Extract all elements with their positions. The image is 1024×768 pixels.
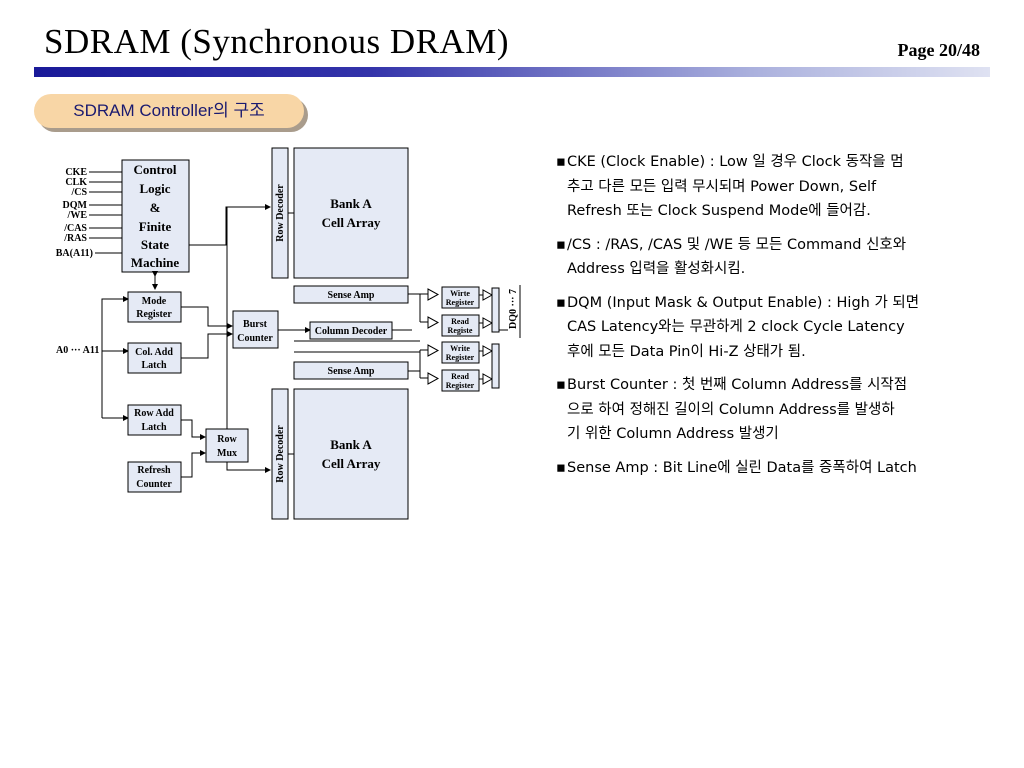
signal-dqm: DQM — [63, 200, 88, 211]
signal-we: /WE — [67, 210, 88, 221]
control-logic-line: State — [141, 237, 169, 252]
write-register-2-line: Write — [450, 344, 470, 353]
bank-a-top-line: Cell Array — [322, 215, 381, 230]
signal-cas: /CAS — [63, 223, 87, 234]
write-register-top — [441, 286, 480, 309]
refresh-counter-line: Counter — [136, 479, 172, 490]
page-number: Page 20/48 — [897, 40, 981, 60]
row-add-latch-line: Row Add — [134, 408, 174, 419]
row-mux-block — [205, 428, 249, 463]
sense-amp-bottom-label: Sense Amp — [328, 366, 375, 377]
mode-register-line: Mode — [142, 296, 167, 307]
bullet-line: DQM (Input Mask & Output Enable) : High … — [567, 294, 920, 311]
bullet-sense-amp: ▪ Sense Amp : Bit Line에 실린 Data를 증폭하여 La… — [556, 456, 986, 481]
control-logic-line: & — [150, 200, 161, 215]
dq-bus-bar-top — [491, 287, 500, 333]
bullet-line: /CS : /RAS, /CAS 및 /WE 등 모든 Command 신호와 — [567, 236, 907, 253]
bank-a-top — [293, 147, 409, 279]
bank-a-bottom-line: Bank A — [330, 437, 372, 452]
section-subtitle: SDRAM Controller의 구조 — [34, 94, 304, 128]
bullet-marker: ▪ — [556, 236, 566, 253]
bullet-line: 기 위한 Column Address 발생기 — [567, 426, 779, 442]
signal-cs: /CS — [70, 187, 87, 198]
bullet-line: Address 입력을 활성화시킴. — [567, 261, 746, 277]
write-register-top-line: Wirte — [450, 289, 470, 298]
control-logic-line: Finite — [139, 219, 172, 234]
bank-a-bottom-line: Cell Array — [322, 456, 381, 471]
read-register-2-line: Register — [446, 381, 475, 390]
dq-label: DQ0 ··· 7 — [508, 289, 519, 329]
row-mux-line: Mux — [217, 448, 237, 459]
burst-counter-line: Counter — [237, 333, 273, 344]
row-decoder-bottom-label: Row Decoder — [275, 425, 286, 483]
burst-counter-block — [232, 310, 279, 349]
col-add-latch-line: Col. Add — [135, 347, 173, 358]
io-buffers — [427, 288, 440, 385]
col-add-latch-line: Latch — [142, 360, 167, 371]
row-mux-line: Row — [217, 434, 237, 445]
bullet-line: 후에 모든 Data Pin이 Hi-Z 상태가 됨. — [567, 343, 806, 360]
signal-ba: BA(A11) — [56, 248, 93, 259]
signal-clk: CLK — [65, 177, 87, 188]
mode-register-line: Register — [136, 309, 172, 320]
read-register-1-line: Read — [451, 317, 469, 326]
read-register-2-line: Read — [451, 372, 469, 381]
read-register-1-line: Registe — [448, 326, 473, 335]
read-register-2 — [441, 369, 480, 392]
bullet-line: CAS Latency와는 무관하게 2 clock Cycle Latency — [567, 319, 905, 335]
control-logic-line: Logic — [139, 181, 170, 196]
column-decoder-label: Column Decoder — [315, 326, 388, 337]
page-title: SDRAM (Synchronous DRAM) — [44, 22, 510, 61]
bullet-marker: ▪ — [556, 459, 566, 476]
bullet-line: 추고 다른 모든 입력 무시되며 Power Down, Self — [567, 178, 877, 195]
sense-amp-top-label: Sense Amp — [328, 290, 375, 301]
row-add-latch-block — [127, 404, 182, 436]
signal-ras: /RAS — [63, 233, 87, 244]
bullet-line: Burst Counter : 첫 번째 Column Address를 시작점 — [567, 377, 908, 393]
row-add-latch-line: Latch — [142, 422, 167, 433]
bullet-line: CKE (Clock Enable) : Low 일 경우 Clock 동작을 … — [567, 154, 904, 170]
bank-a-top-line: Bank A — [330, 196, 372, 211]
bullet-marker: ▪ — [556, 154, 566, 170]
control-logic-line: Control — [133, 162, 176, 177]
burst-counter-line: Burst — [243, 319, 268, 330]
bullet-cs: ▪ /CS : /RAS, /CAS 및 /WE 등 모든 Command 신호… — [556, 233, 986, 282]
description-list: ▪ CKE (Clock Enable) : Low 일 경우 Clock 동작… — [556, 150, 986, 489]
bank-a-bottom — [293, 388, 409, 520]
bullet-marker: ▪ — [556, 377, 566, 393]
write-register-2 — [441, 341, 480, 364]
dq-bus-bar-bottom — [491, 343, 500, 389]
bullet-line: Refresh 또는 Clock Suspend Mode에 들어감. — [567, 203, 871, 219]
read-register-1 — [441, 314, 480, 337]
control-logic-line: Machine — [131, 255, 180, 270]
refresh-counter-line: Refresh — [137, 465, 171, 476]
write-register-top-line: Register — [446, 298, 475, 307]
bullet-burst-counter: ▪ Burst Counter : 첫 번째 Column Address를 시… — [556, 373, 986, 447]
address-input-label: A0 ··· A11 — [56, 345, 99, 356]
write-register-2-line: Register — [446, 353, 475, 362]
signal-cke: CKE — [65, 167, 87, 178]
row-decoder-top-label: Row Decoder — [275, 184, 286, 242]
bullet-dqm: ▪ DQM (Input Mask & Output Enable) : Hig… — [556, 291, 986, 365]
bullet-line: Sense Amp : Bit Line에 실린 Data를 증폭하여 Latc… — [567, 459, 917, 476]
bullet-cke: ▪ CKE (Clock Enable) : Low 일 경우 Clock 동작… — [556, 150, 986, 224]
bullet-line: 으로 하여 정해진 길이의 Column Address를 발생하 — [567, 401, 895, 418]
col-add-latch-block — [127, 342, 182, 374]
bullet-marker: ▪ — [556, 294, 566, 311]
title-underline-bar — [34, 67, 990, 77]
